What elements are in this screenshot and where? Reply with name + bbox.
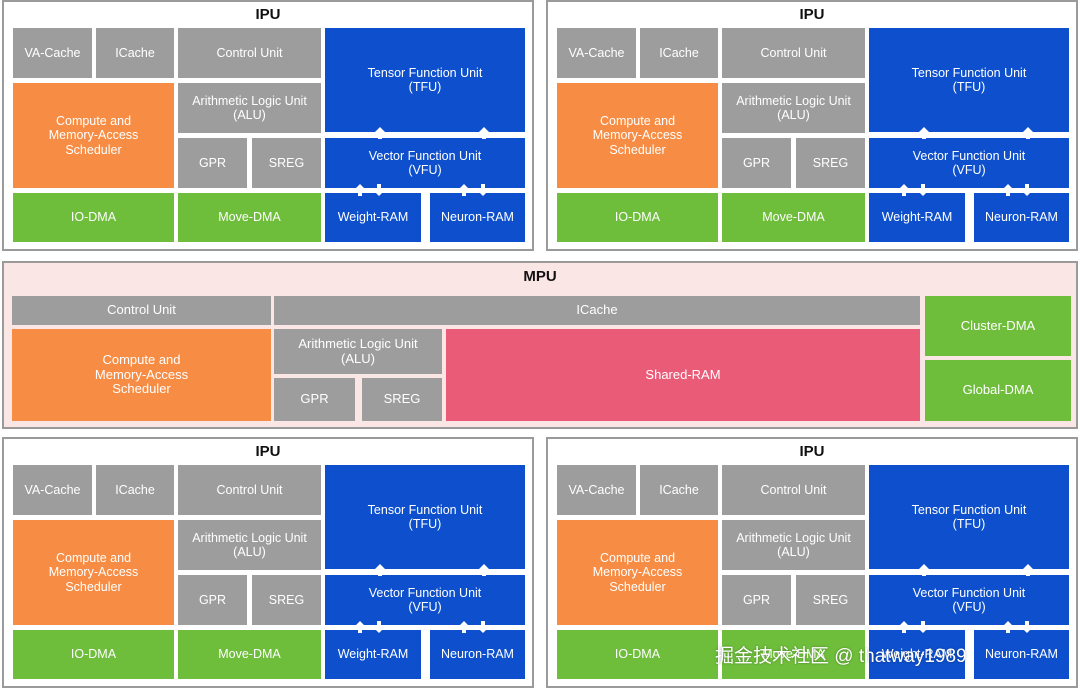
- control-unit-block: Control Unit: [722, 465, 865, 515]
- compute-memory-access-scheduler-block: Compute and Memory-Access Scheduler: [13, 83, 174, 188]
- up-arrow-icon: [458, 621, 470, 633]
- ipu-title: IPU: [255, 6, 281, 23]
- control-unit-block: Control Unit: [178, 465, 321, 515]
- cluster-dma-block: Cluster-DMA: [925, 296, 1071, 356]
- ipu-panel: IPU VA-Cache ICache Control Unit Tensor …: [546, 0, 1078, 251]
- up-arrow-icon: [898, 621, 910, 633]
- sreg-block: SREG: [796, 138, 865, 188]
- up-arrow-icon: [1002, 621, 1014, 633]
- up-arrow-icon: [898, 184, 910, 196]
- ipu-title: IPU: [799, 443, 825, 460]
- up-arrow-icon: [1002, 184, 1014, 196]
- up-arrow-icon: [374, 127, 386, 139]
- va-cache-block: VA-Cache: [557, 465, 636, 515]
- io-dma-block: IO-DMA: [557, 193, 718, 242]
- alu-block: Arithmetic Logic Unit (ALU): [178, 83, 321, 133]
- mpu-alu-block: Arithmetic Logic Unit (ALU): [274, 329, 442, 374]
- alu-block: Arithmetic Logic Unit (ALU): [178, 520, 321, 570]
- compute-memory-access-scheduler-block: Compute and Memory-Access Scheduler: [13, 520, 174, 625]
- down-arrow-icon: [373, 184, 385, 196]
- gpr-block: GPR: [178, 138, 247, 188]
- down-arrow-icon: [917, 621, 929, 633]
- up-arrow-icon: [354, 184, 366, 196]
- icache-block: ICache: [96, 28, 174, 78]
- move-dma-block: Move-DMA: [178, 193, 321, 242]
- down-arrow-icon: [477, 621, 489, 633]
- io-dma-block: IO-DMA: [557, 630, 718, 679]
- ipu-panel: IPU VA-Cache ICache Control Unit Tensor …: [2, 437, 534, 688]
- up-arrow-icon: [374, 564, 386, 576]
- neuron-ram-block: Neuron-RAM: [974, 630, 1069, 679]
- tfu-block: Tensor Function Unit (TFU): [325, 28, 525, 132]
- down-arrow-icon: [917, 184, 929, 196]
- up-arrow-icon: [354, 621, 366, 633]
- neuron-ram-block: Neuron-RAM: [430, 630, 525, 679]
- gpr-block: GPR: [178, 575, 247, 625]
- down-arrow-icon: [1021, 621, 1033, 633]
- down-arrow-icon: [1021, 184, 1033, 196]
- icache-block: ICache: [640, 28, 718, 78]
- io-dma-block: IO-DMA: [13, 630, 174, 679]
- move-dma-block: Move-DMA: [722, 630, 865, 679]
- move-dma-block: Move-DMA: [722, 193, 865, 242]
- gpr-block: GPR: [722, 138, 791, 188]
- neuron-ram-block: Neuron-RAM: [430, 193, 525, 242]
- move-dma-block: Move-DMA: [178, 630, 321, 679]
- ipu-title: IPU: [799, 6, 825, 23]
- va-cache-block: VA-Cache: [557, 28, 636, 78]
- mpu-control-unit-block: Control Unit: [12, 296, 271, 325]
- sreg-block: SREG: [252, 138, 321, 188]
- sreg-block: SREG: [252, 575, 321, 625]
- up-arrow-icon: [458, 184, 470, 196]
- ipu-panel: IPU VA-Cache ICache Control Unit Tensor …: [2, 0, 534, 251]
- up-arrow-icon: [918, 564, 930, 576]
- mpu-title: MPU: [523, 268, 557, 285]
- tfu-block: Tensor Function Unit (TFU): [325, 465, 525, 569]
- vfu-block: Vector Function Unit (VFU): [325, 575, 525, 625]
- sreg-block: SREG: [796, 575, 865, 625]
- watermark: 掘金技术社区 @ thatway1989: [715, 645, 967, 667]
- shared-ram-block: Shared-RAM: [446, 329, 920, 421]
- up-arrow-icon: [918, 127, 930, 139]
- mpu-sreg-block: SREG: [362, 378, 442, 421]
- ipu-panel: IPU VA-Cache ICache Control Unit Tensor …: [546, 437, 1078, 688]
- tfu-block: Tensor Function Unit (TFU): [869, 28, 1069, 132]
- control-unit-block: Control Unit: [178, 28, 321, 78]
- alu-block: Arithmetic Logic Unit (ALU): [722, 83, 865, 133]
- weight-ram-block: Weight-RAM: [869, 193, 965, 242]
- mpu-gpr-block: GPR: [274, 378, 355, 421]
- tfu-block: Tensor Function Unit (TFU): [869, 465, 1069, 569]
- compute-memory-access-scheduler-block: Compute and Memory-Access Scheduler: [557, 83, 718, 188]
- weight-ram-block: Weight-RAM: [869, 630, 965, 679]
- ipu-title: IPU: [255, 443, 281, 460]
- up-arrow-icon: [478, 127, 490, 139]
- icache-block: ICache: [96, 465, 174, 515]
- va-cache-block: VA-Cache: [13, 28, 92, 78]
- vfu-block: Vector Function Unit (VFU): [869, 575, 1069, 625]
- mpu-panel: MPU Control Unit ICache Compute and Memo…: [2, 261, 1078, 429]
- global-dma-block: Global-DMA: [925, 360, 1071, 421]
- alu-block: Arithmetic Logic Unit (ALU): [722, 520, 865, 570]
- up-arrow-icon: [1022, 127, 1034, 139]
- vfu-block: Vector Function Unit (VFU): [325, 138, 525, 188]
- control-unit-block: Control Unit: [722, 28, 865, 78]
- mpu-compute-memory-access-scheduler-block: Compute and Memory-Access Scheduler: [12, 329, 271, 421]
- down-arrow-icon: [477, 184, 489, 196]
- up-arrow-icon: [1022, 564, 1034, 576]
- compute-memory-access-scheduler-block: Compute and Memory-Access Scheduler: [557, 520, 718, 625]
- vfu-block: Vector Function Unit (VFU): [869, 138, 1069, 188]
- up-arrow-icon: [478, 564, 490, 576]
- va-cache-block: VA-Cache: [13, 465, 92, 515]
- mpu-icache-block: ICache: [274, 296, 920, 325]
- icache-block: ICache: [640, 465, 718, 515]
- neuron-ram-block: Neuron-RAM: [974, 193, 1069, 242]
- down-arrow-icon: [373, 621, 385, 633]
- io-dma-block: IO-DMA: [13, 193, 174, 242]
- gpr-block: GPR: [722, 575, 791, 625]
- weight-ram-block: Weight-RAM: [325, 630, 421, 679]
- weight-ram-block: Weight-RAM: [325, 193, 421, 242]
